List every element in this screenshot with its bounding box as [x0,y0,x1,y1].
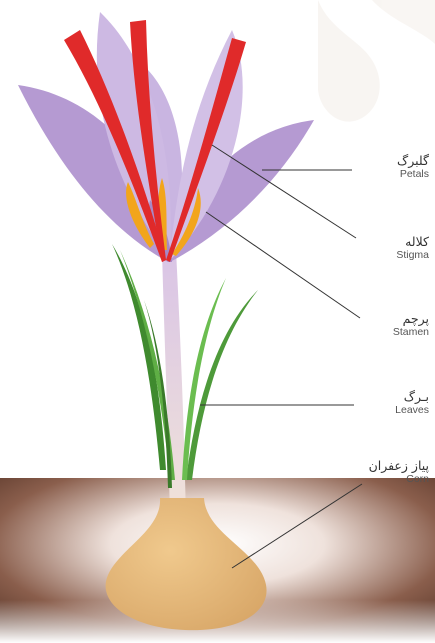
stamen-label: پرچم Stamen [393,312,429,338]
stamen-leader-line [206,212,360,318]
stigma-label-fa: کلاله [396,235,429,249]
background-decoration [318,0,435,122]
petals-label-en: Petals [397,168,429,180]
petals-label: گلبرگ Petals [397,154,429,180]
corn-label: پیاز زعفران Corn [369,459,429,485]
leaves-label-en: Leaves [395,404,429,416]
stamen-label-fa: پرچم [393,312,429,326]
stigma-label: کلاله Stigma [396,235,429,261]
leaves [112,244,258,488]
corn-label-en: Corn [369,473,429,485]
stamen-label-en: Stamen [393,326,429,338]
corn-label-fa: پیاز زعفران [369,459,429,473]
stigma-label-en: Stigma [396,249,429,261]
leaves-label: بـرگ Leaves [395,390,429,416]
leaves-label-fa: بـرگ [395,390,429,404]
petals-label-fa: گلبرگ [397,154,429,168]
